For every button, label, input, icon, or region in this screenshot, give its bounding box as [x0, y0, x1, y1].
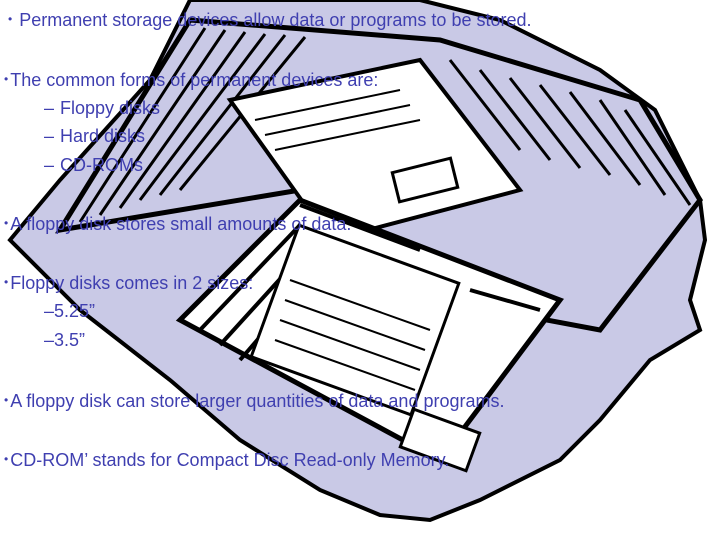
line-common-forms: •The common forms of permanent devices a…	[4, 70, 379, 90]
front-disk-label	[249, 223, 461, 417]
subitem-size-5-25: –5.25”	[44, 301, 96, 321]
subitem-cd-roms: –CD-ROMs	[44, 155, 144, 175]
subitem-hard-disks: –Hard disks	[44, 126, 146, 146]
front-disk-shutter	[398, 407, 482, 473]
line-floppy-small-data: •A floppy disk stores small amounts of d…	[4, 214, 352, 234]
back-disk-shutter	[390, 156, 460, 204]
subitem-size-3-5: –3.5”	[44, 330, 86, 350]
line-floppy-sizes: •Floppy disks comes in 2 sizes:	[4, 273, 254, 293]
tray-hatching	[78, 27, 692, 223]
subitem-floppy-disks: –Floppy disks	[44, 98, 161, 118]
line-permanent-storage: • Permanent storage devices allow data o…	[8, 10, 532, 30]
line-floppy-larger-data: •A floppy disk can store larger quantiti…	[4, 391, 505, 411]
line-cd-rom-meaning: •CD-ROM’ stands for Compact Disc Read-on…	[4, 450, 450, 470]
back-disk-lines	[254, 89, 421, 151]
front-disk-label-lines	[274, 279, 431, 391]
back-floppy-disk	[226, 57, 524, 243]
